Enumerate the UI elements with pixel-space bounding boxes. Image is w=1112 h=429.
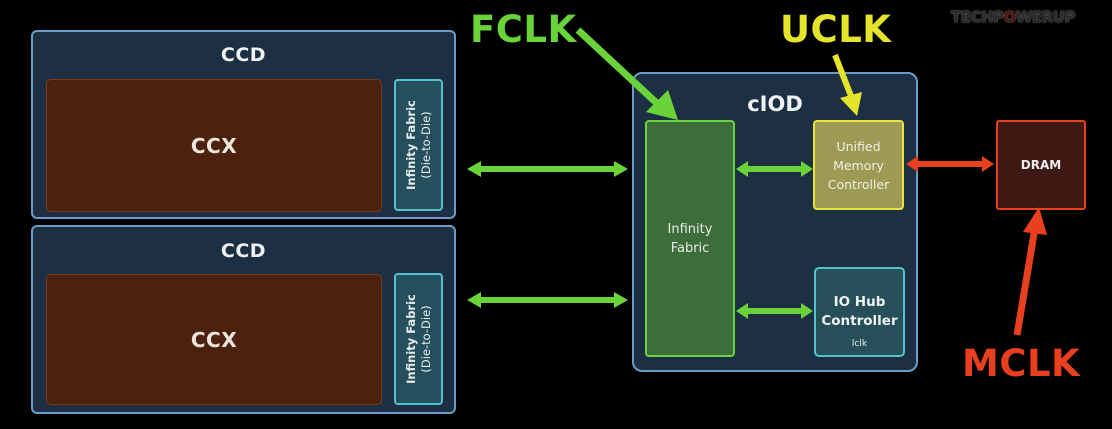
mclk-label: MCLK	[962, 342, 1081, 385]
ccx-block: CCX	[46, 274, 382, 405]
io-hub-label: IO Hub Controller	[816, 293, 903, 331]
umc-label-line3: Controller	[827, 176, 890, 192]
io-hub-controller-block: IO Hub Controller lclk	[814, 267, 905, 357]
watermark-text-left: TECHP	[951, 8, 1004, 26]
ccd1-to-ciod-arrow	[467, 161, 628, 177]
umc-label-line1: Unified	[836, 138, 881, 154]
umc-label-line2: Memory	[833, 157, 884, 173]
unified-memory-controller-block: Unified Memory Controller	[813, 120, 904, 210]
ccx-block: CCX	[46, 79, 382, 212]
io-hub-label-line2: Controller	[821, 313, 898, 329]
fclk-pointer-arrow	[575, 27, 678, 120]
mclk-pointer-arrow	[1013, 207, 1047, 336]
fabric-to-umc-arrow	[736, 161, 813, 177]
ccd-block-2: CCD CCX Infinity Fabric (Die-to-Die)	[31, 225, 456, 414]
die-to-die-fabric: Infinity Fabric (Die-to-Die)	[394, 79, 443, 211]
infinity-fabric-label: Infinity Fabric	[668, 220, 713, 258]
infinity-fabric-block: Infinity Fabric	[645, 120, 735, 357]
techpowerup-watermark: TECHPOWERUP	[951, 8, 1075, 26]
die-to-die-fabric: Infinity Fabric (Die-to-Die)	[394, 273, 443, 405]
ccx-label: CCX	[190, 327, 238, 352]
umc-to-dram-arrow	[906, 156, 994, 172]
infinity-fabric-label-line1: Infinity	[667, 221, 713, 237]
uclk-pointer-arrow	[832, 53, 862, 116]
ccd-title: CCD	[220, 240, 267, 262]
dram-block: DRAM	[996, 120, 1086, 210]
dram-label: DRAM	[1020, 158, 1062, 172]
watermark-text-right: WERUP	[1015, 8, 1076, 26]
ccx-label: CCX	[190, 133, 238, 158]
ccd2-to-ciod-arrow	[467, 292, 628, 308]
io-hub-label-line1: IO Hub	[833, 294, 886, 310]
uclk-label: UCLK	[780, 8, 892, 51]
infinity-fabric-label-line2: Fabric	[670, 240, 710, 256]
io-hub-clock-label: lclk	[851, 339, 868, 349]
power-icon: O	[1003, 8, 1017, 26]
umc-label: Unified Memory Controller	[828, 137, 890, 194]
fclk-label: FCLK	[470, 8, 577, 51]
ccd-title: CCD	[220, 44, 267, 66]
ccd-block-1: CCD CCX Infinity Fabric (Die-to-Die)	[31, 30, 456, 219]
fabric-to-iohub-arrow	[736, 303, 813, 319]
ciod-title: cIOD	[747, 92, 803, 116]
